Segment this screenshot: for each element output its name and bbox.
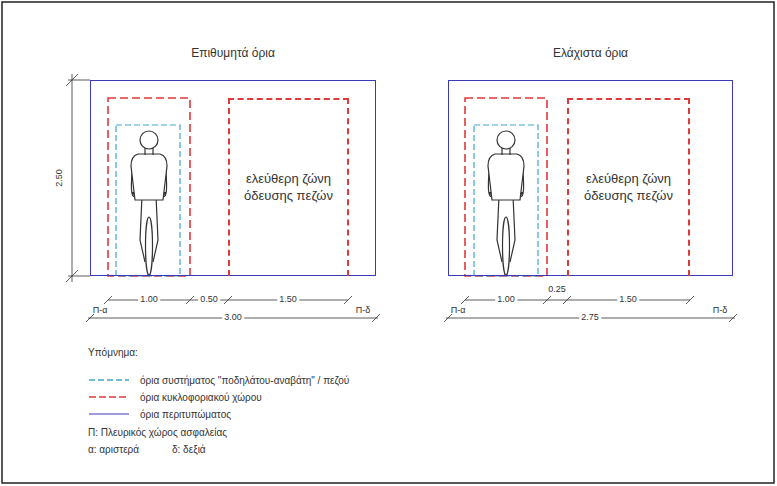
panel-title: Ελάχιστα όρια <box>553 46 628 60</box>
cyclist-figure <box>488 131 524 276</box>
legend-note: Π: Πλευρικός χώρος ασφαλείας <box>88 427 227 438</box>
clearance-envelope: Επιθυμητά όριαελεύθερη ζώνη όδευσης πεζώ… <box>90 80 376 276</box>
dimension: 2.50 <box>55 169 65 187</box>
panel-heading-row: Επιθυμητά όρια <box>91 43 375 61</box>
dimension: 0.25 <box>548 285 566 295</box>
legend-line-sample <box>88 409 130 419</box>
dimension: 0.50 <box>198 295 220 305</box>
legend-item: όρια συστήματος "ποδηλάτου-αναβάτη" / πε… <box>88 372 349 388</box>
cyclist-figure <box>131 131 167 276</box>
legend-line-sample <box>88 392 130 402</box>
rider-envelope <box>474 125 538 276</box>
legend-line-sample <box>88 375 130 385</box>
zone-label: ελεύθερη ζώνη όδευσης πεζών <box>577 171 681 205</box>
dimension: 1.00 <box>138 295 160 305</box>
side-clearance: Π-α <box>93 306 108 316</box>
panel-title: Επιθυμητά όρια <box>191 46 275 60</box>
legend-item: όρια περιτυπώματος <box>88 406 231 422</box>
dimension: 1.00 <box>495 295 517 305</box>
side-clearance: Π-δ <box>713 306 728 316</box>
rider-envelope <box>116 125 180 276</box>
legend-item: όρια κυκλοφοριακού χώρου <box>88 389 262 405</box>
traffic-space <box>465 98 547 276</box>
pedestrian-zone: ελεύθερη ζώνη όδευσης πεζών <box>567 98 690 276</box>
side-clearance: Π-α <box>451 306 466 316</box>
legend-title: Υπόμνημα: <box>88 347 138 358</box>
panel-heading-row: Ελάχιστα όρια <box>449 43 732 61</box>
clearance-envelope: Ελάχιστα όριαελεύθερη ζώνη όδευσης πεζών <box>448 80 733 276</box>
zone-label: ελεύθερη ζώνη όδευσης πεζών <box>237 171 341 205</box>
traffic-space <box>108 98 190 276</box>
dimension: 1.50 <box>277 295 299 305</box>
side-clearance: Π-δ <box>356 306 371 316</box>
legend-text: όρια περιτυπώματος <box>140 409 231 420</box>
legend-text: όρια κυκλοφοριακού χώρου <box>140 392 262 403</box>
dimension: 3.00 <box>222 313 244 323</box>
legend-text: όρια συστήματος "ποδηλάτου-αναβάτη" / πε… <box>140 375 349 386</box>
pedestrian-zone: ελεύθερη ζώνη όδευσης πεζών <box>228 98 349 276</box>
dimension-lines <box>66 74 737 322</box>
dimension: 1.50 <box>617 295 639 305</box>
legend-note: δ: δεξιά <box>172 444 206 455</box>
dimension: 2.75 <box>579 313 601 323</box>
legend-note: α: αριστερά <box>88 444 139 455</box>
